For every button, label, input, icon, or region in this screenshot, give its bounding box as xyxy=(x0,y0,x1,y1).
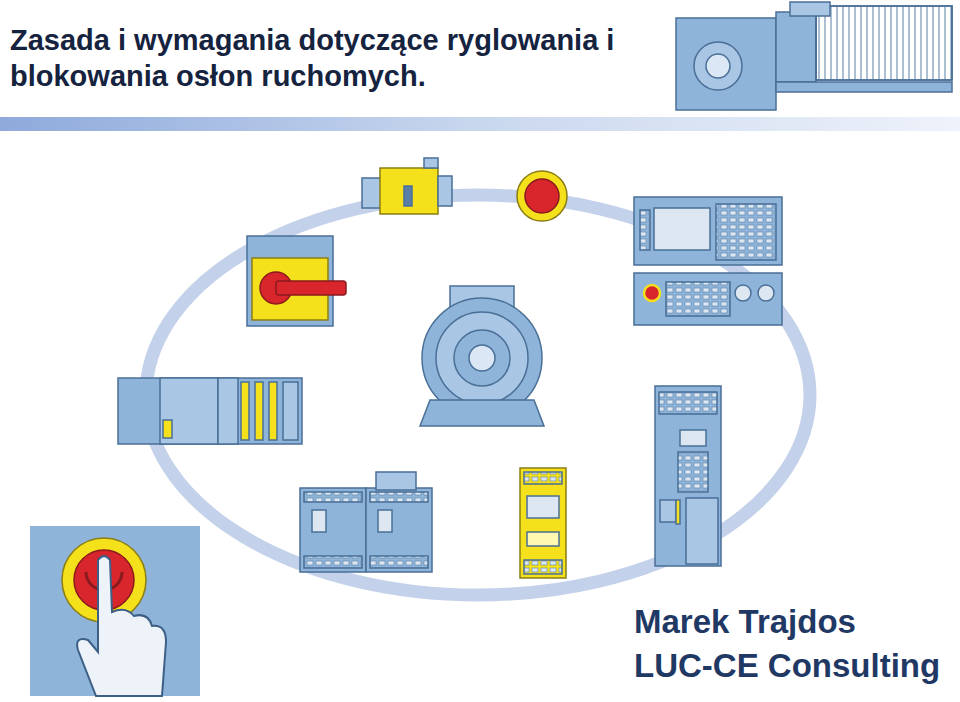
frequency-drive xyxy=(655,386,721,566)
author-line: LUC-CE Consulting xyxy=(634,644,954,688)
safety-relay xyxy=(520,468,566,578)
gearmotor xyxy=(676,2,952,110)
author-block: Marek TrajdosLUC-CE Consulting xyxy=(634,600,954,688)
ring xyxy=(146,195,810,595)
emergency-stop xyxy=(517,171,567,221)
estop-hand-icon xyxy=(30,526,200,696)
main-switch xyxy=(247,236,346,326)
slide-title: Zasada i wymagania dotyczące ryglowania … xyxy=(10,22,660,94)
operator-panel xyxy=(634,197,782,325)
electric-motor xyxy=(420,286,544,426)
plc-rack xyxy=(118,378,302,444)
safety-switch xyxy=(362,158,452,214)
title-text: Zasada i wymagania dotyczące ryglowania … xyxy=(10,24,614,92)
contactors xyxy=(300,472,432,572)
header-bar xyxy=(0,117,960,131)
author-line: Marek Trajdos xyxy=(634,600,954,644)
